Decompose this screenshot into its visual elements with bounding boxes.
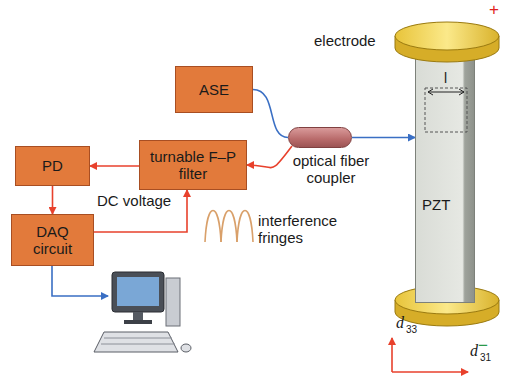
source-box: ASE: [175, 66, 253, 113]
fiber-coupler: optical fiber coupler: [288, 127, 352, 148]
connector: [352, 137, 415, 139]
part-label: interference fringes: [258, 212, 348, 247]
connector: [90, 165, 139, 167]
axis-label: d: [470, 342, 478, 360]
dimension-label: l: [444, 70, 447, 86]
axis-subscript: 31: [480, 352, 491, 364]
d33-axis: [391, 338, 393, 372]
filter-box: turnable F–P filter: [139, 140, 247, 190]
edge-label: DC voltage: [96, 192, 172, 209]
node-label: DAQ circuit: [12, 223, 93, 258]
interference-fringes: [205, 211, 253, 243]
daq-box: DAQ circuit: [11, 214, 94, 266]
node-label: optical fiber coupler: [281, 152, 381, 187]
axis-label: d: [396, 314, 404, 332]
connector: [94, 190, 187, 232]
axis-subscript: 33: [406, 324, 417, 336]
d31-axis: [392, 371, 468, 373]
connector: [52, 186, 54, 214]
part-label: electrode: [314, 32, 376, 49]
node-label: ASE: [193, 81, 235, 98]
connector: [253, 90, 288, 138]
computer-icon: [94, 272, 191, 352]
node-label: PZT: [422, 196, 450, 213]
node-label: PD: [36, 157, 69, 174]
connector: [247, 146, 292, 168]
data-line: [52, 266, 108, 296]
detector-box: PD: [15, 146, 90, 186]
node-label: turnable F–P filter: [140, 148, 246, 183]
polarity-sign: +: [489, 0, 499, 20]
